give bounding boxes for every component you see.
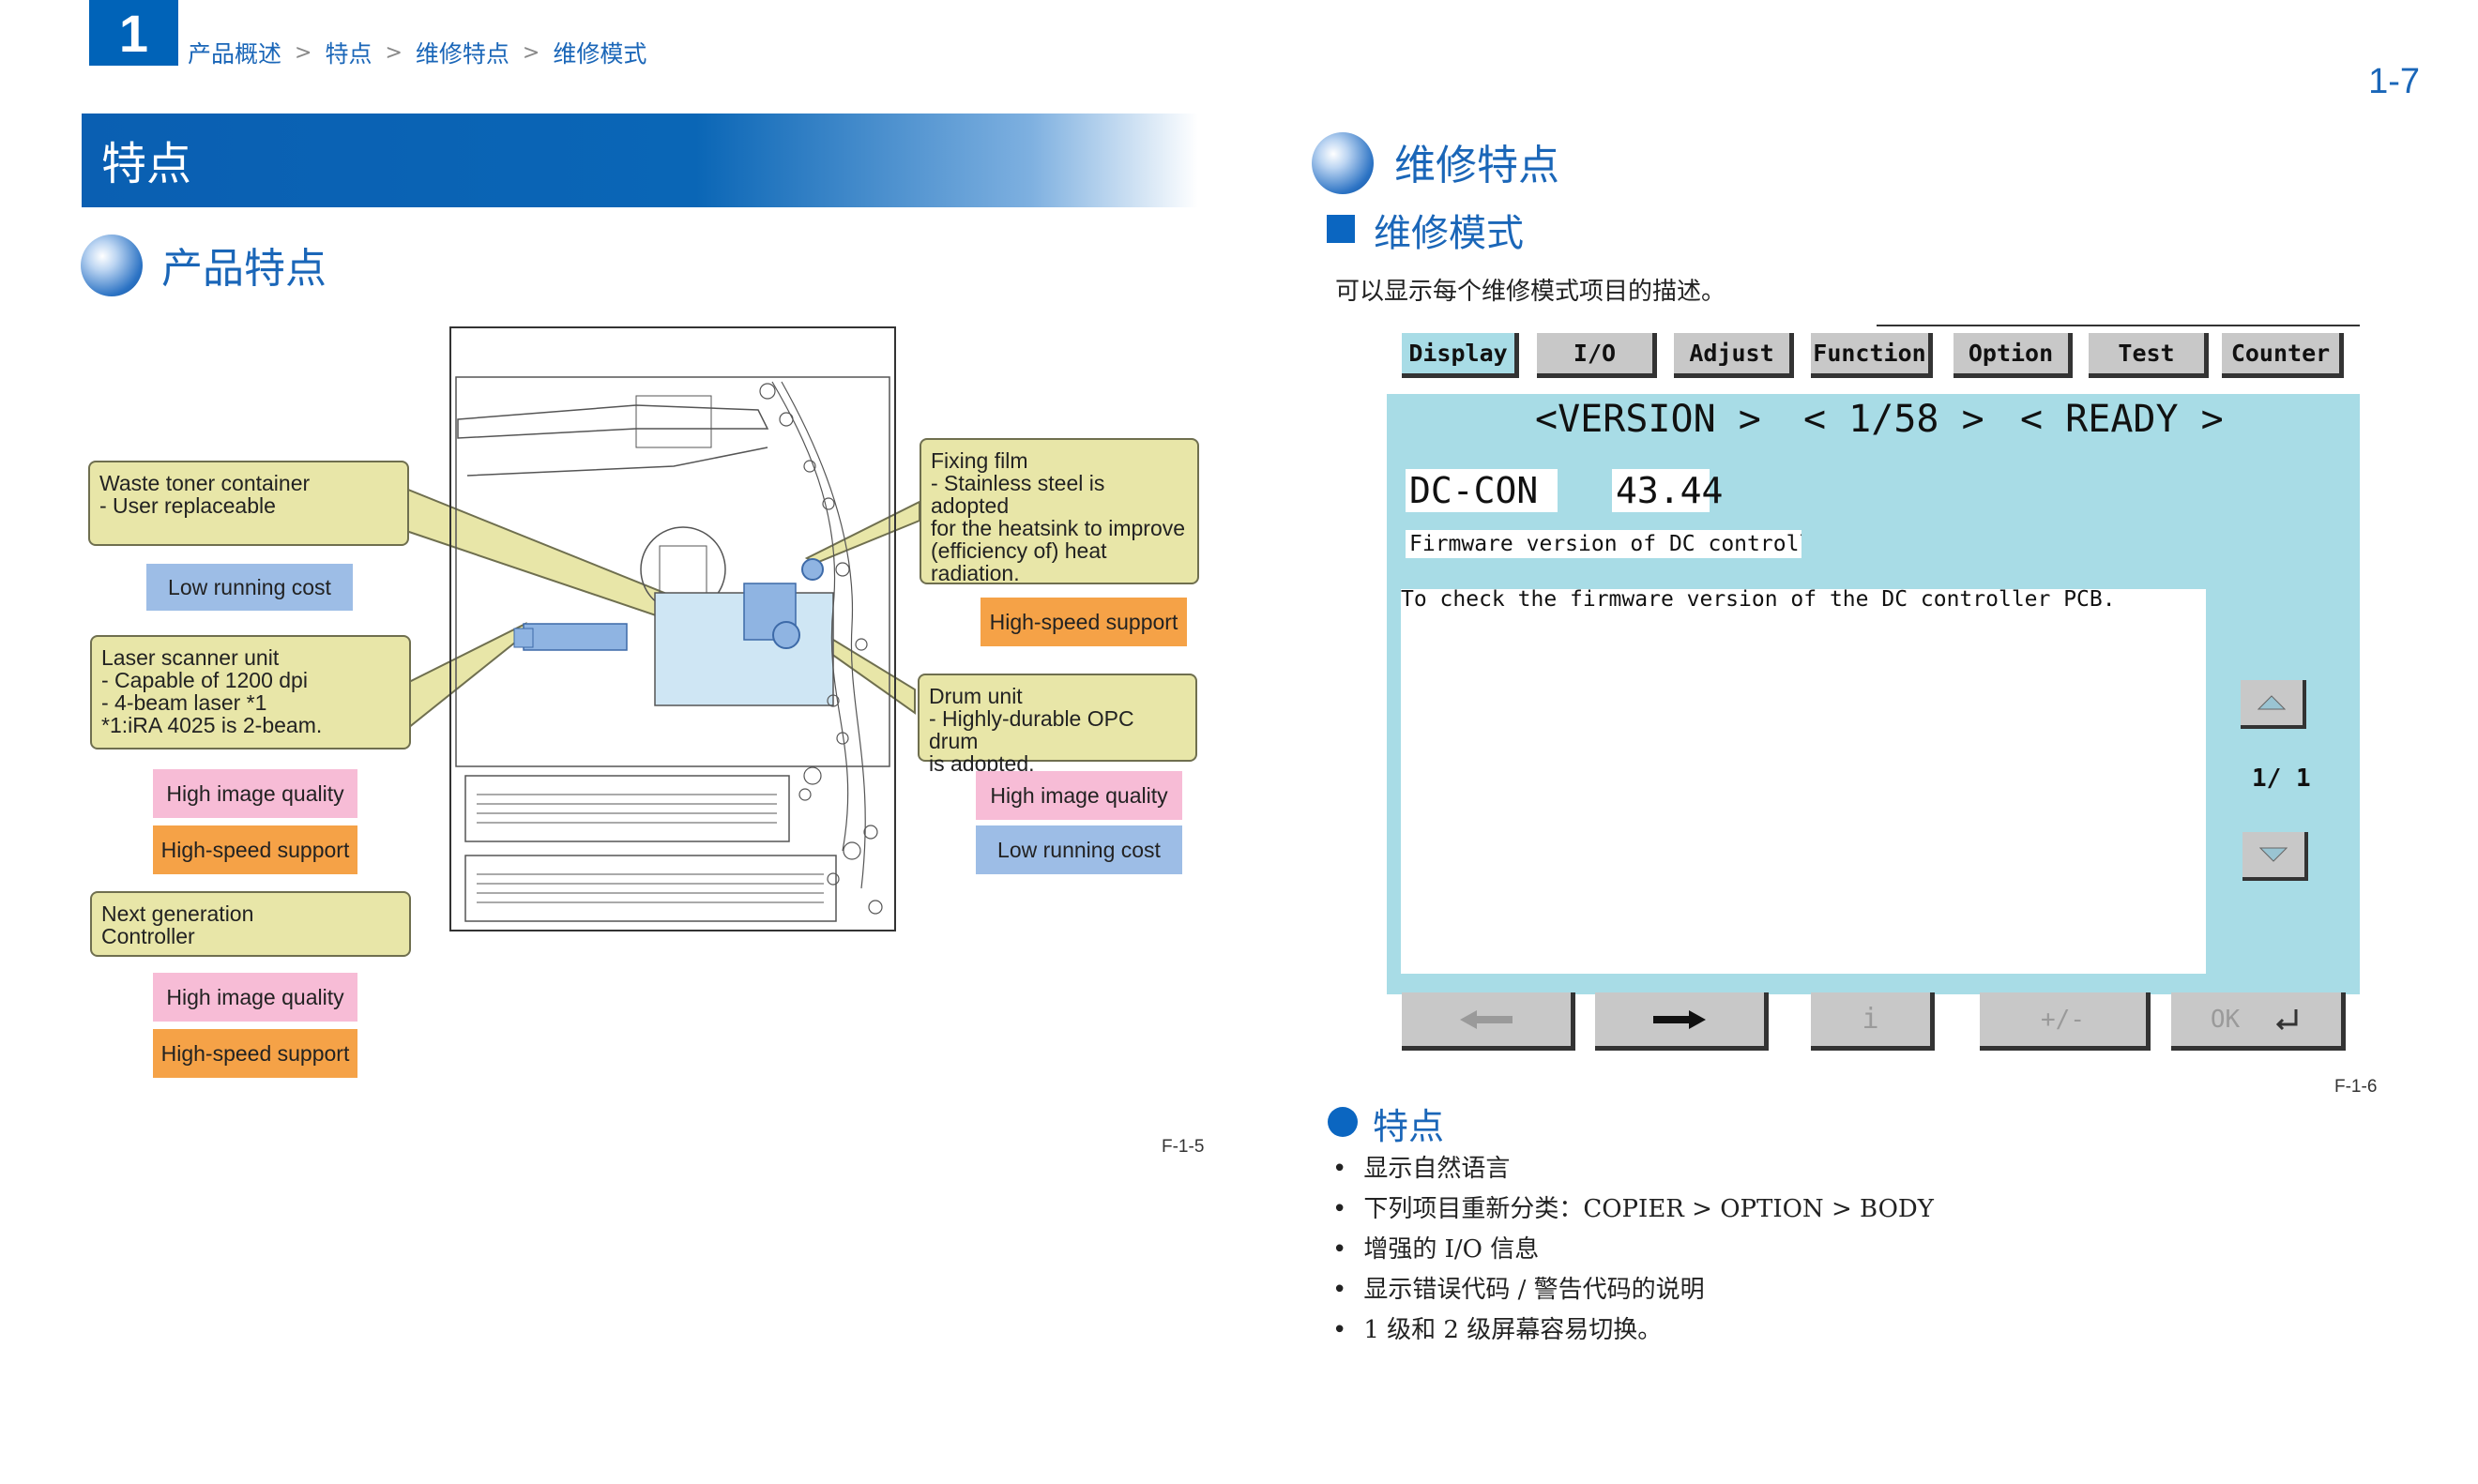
detail-text: To check the firmware version of the DC …	[1401, 587, 2116, 612]
tab-counter[interactable]: Counter	[2222, 333, 2344, 378]
breadcrumb-separator-icon: >	[522, 40, 540, 65]
tab-adjust[interactable]: Adjust	[1674, 333, 1794, 378]
figure-label: F-1-5	[1162, 1137, 1205, 1157]
page-nav[interactable]: < 1/58 >	[1803, 398, 1984, 441]
tag-high-speed-support: High-speed support	[153, 825, 357, 874]
list-item: 1 级和 2 级屏幕容易切换。	[1332, 1310, 1934, 1351]
breadcrumb-separator-icon: >	[295, 40, 312, 65]
breadcrumb-item[interactable]: 维修模式	[553, 40, 647, 68]
item-name: DC-CON	[1406, 469, 1558, 512]
ok-button[interactable]: OK	[2171, 992, 2346, 1051]
detail-text-box	[1401, 589, 2206, 974]
tab-test[interactable]: Test	[2089, 333, 2209, 378]
enter-icon	[2276, 1008, 2298, 1030]
laser-scanner-icon	[513, 623, 628, 651]
section-bar	[82, 114, 1198, 207]
breadcrumb-separator-icon: >	[385, 40, 403, 65]
up-arrow-icon	[2258, 695, 2286, 710]
list-item: 增强的 I/O 信息	[1332, 1230, 1934, 1270]
info-button[interactable]: i	[1811, 992, 1935, 1051]
chapter-number: 1	[89, 0, 178, 66]
left-arrow-icon	[1460, 1009, 1513, 1029]
version-nav[interactable]: <VERSION >	[1535, 398, 1761, 441]
status-nav[interactable]: < READY >	[2020, 398, 2224, 441]
scroll-down-button[interactable]	[2242, 832, 2308, 881]
back-button[interactable]	[1402, 992, 1575, 1051]
list-item: 下列项目重新分类：COPIER > OPTION > BODY	[1332, 1189, 1934, 1230]
breadcrumb-item[interactable]: 产品概述	[188, 40, 282, 68]
callout-waste-toner: Waste toner container - User replaceable	[88, 461, 409, 546]
section-title: 特点	[101, 138, 192, 190]
features-bullet-icon	[1328, 1107, 1358, 1137]
callout-drum-unit: Drum unit - Highly-durable OPC drum is a…	[918, 674, 1197, 775]
callout-fixing-film: Fixing film - Stainless steel is adopted…	[920, 438, 1199, 584]
product-features-heading: 产品特点	[161, 245, 327, 293]
tab-function[interactable]: Function	[1811, 333, 1933, 378]
copier-cross-section-diagram	[449, 326, 896, 931]
callout-next-generation-controller: Next generation Controller	[90, 891, 411, 957]
tag-high-speed-support: High-speed support	[981, 598, 1187, 646]
figure-label: F-1-6	[2334, 1077, 2378, 1097]
service-features-heading: 维修特点	[1394, 142, 1559, 189]
breadcrumb-item[interactable]: 特点	[325, 40, 372, 68]
list-item: 显示错误代码 / 警告代码的说明	[1332, 1270, 1934, 1310]
service-mode-subheading: 维修模式	[1374, 212, 1524, 255]
item-value: 43.44	[1612, 469, 1723, 512]
down-arrow-icon	[2259, 847, 2288, 862]
scroll-up-button[interactable]	[2241, 680, 2306, 729]
ok-label: OK	[2210, 1005, 2241, 1034]
list-item: 显示自然语言	[1332, 1149, 1934, 1189]
feature-list: 显示自然语言 下列项目重新分类：COPIER > OPTION > BODY 增…	[1332, 1149, 1934, 1351]
right-arrow-icon	[1653, 1009, 1706, 1029]
scroll-page-indicator: 1/ 1	[2252, 765, 2311, 793]
tag-high-image-quality: High image quality	[976, 771, 1182, 820]
tag-high-speed-support: High-speed support	[153, 1029, 357, 1078]
callout-laser-scanner: Laser scanner unit - Capable of 1200 dpi…	[90, 635, 411, 750]
tag-low-running-cost: Low running cost	[976, 825, 1182, 874]
tag-low-running-cost: Low running cost	[146, 564, 353, 611]
description-text: 可以显示每个维修模式项目的描述。	[1335, 278, 1726, 306]
features-heading: 特点	[1373, 1106, 1445, 1147]
subheading-square-icon	[1327, 215, 1355, 243]
item-caption: Firmware version of DC controlle	[1406, 530, 1801, 558]
tag-high-image-quality: High image quality	[153, 769, 357, 818]
tab-bar-top-line	[1877, 325, 2360, 326]
breadcrumb: 产品概述 > 特点 > 维修特点 > 维修模式	[188, 36, 646, 69]
heading-bullet-icon	[81, 235, 143, 296]
tab-display[interactable]: Display	[1402, 333, 1519, 378]
page-number: 1-7	[2368, 62, 2420, 101]
breadcrumb-item[interactable]: 维修特点	[415, 40, 509, 68]
plus-minus-button[interactable]: +/-	[1980, 992, 2151, 1051]
tag-high-image-quality: High image quality	[153, 973, 357, 1022]
forward-button[interactable]	[1595, 992, 1769, 1051]
heading-bullet-icon	[1312, 132, 1374, 194]
tab-option[interactable]: Option	[1954, 333, 2073, 378]
tab-io[interactable]: I/O	[1537, 333, 1657, 378]
